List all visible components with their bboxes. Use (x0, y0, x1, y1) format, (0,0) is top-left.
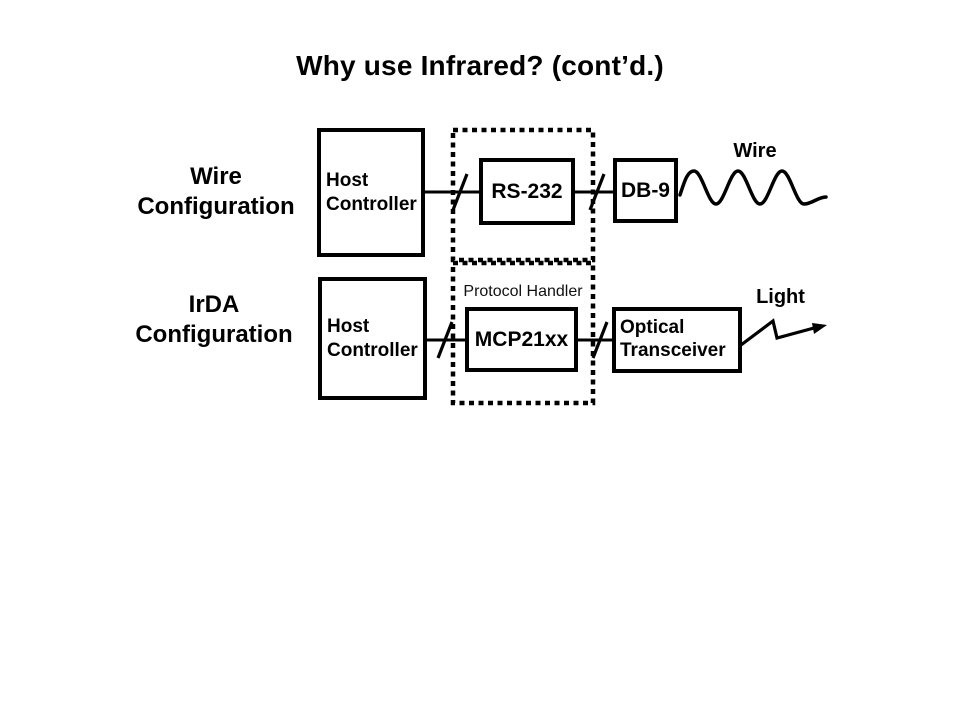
optical-transceiver-label: Optical Transceiver (620, 317, 726, 361)
wire-wave (678, 169, 828, 206)
mcp21xx-label: MCP21xx (474, 327, 569, 351)
dotted-box-rs232-group (450, 127, 596, 263)
protocol-handler-label: Protocol Handler (463, 283, 583, 300)
rs232-label: RS-232 (491, 179, 563, 203)
db9-label: DB-9 (620, 178, 670, 202)
host-controller-box-wire: Host Controller (317, 128, 425, 257)
rs232-box: RS-232 (479, 158, 575, 225)
light-arrow-line (740, 318, 815, 347)
host-controller-label: Host Controller (326, 169, 417, 215)
bus-slash-row1-left (451, 173, 469, 211)
bus-slash-row2-left (436, 321, 454, 359)
db9-box: DB-9 (613, 158, 678, 223)
light-medium-label: Light (756, 286, 805, 308)
optical-transceiver-box: Optical Transceiver (612, 307, 742, 373)
bus-slash-row1-right (588, 173, 606, 211)
host-controller-label: Host Controller (327, 315, 418, 361)
wire-configuration-label: Wire Configuration (137, 163, 295, 221)
wire-medium-label: Wire (733, 140, 777, 162)
host-controller-box-irda: Host Controller (318, 277, 427, 400)
light-arrow-head-icon (812, 323, 827, 334)
mcp21xx-box: MCP21xx (465, 307, 578, 372)
slide-title: Why use Infrared? (cont’d.) (296, 50, 664, 81)
dotted-box-protocol-handler-group (450, 260, 596, 406)
bus-slash-row2-right (591, 321, 609, 359)
irda-configuration-label: IrDA Configuration (135, 291, 293, 349)
